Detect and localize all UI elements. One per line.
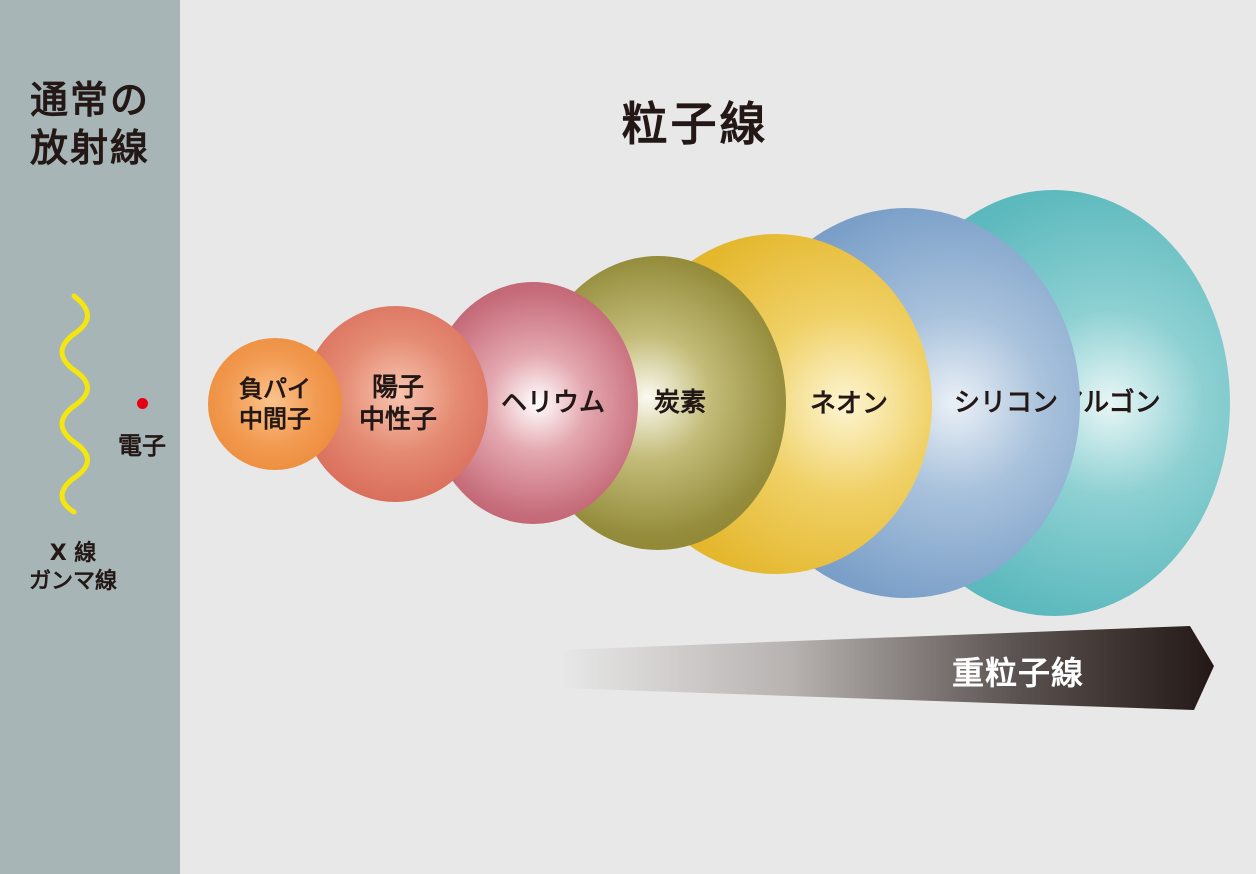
gamma-ray-label: ガンマ線 (28, 569, 117, 594)
electron-label: 電子 (118, 432, 166, 460)
xray-gamma-label: X 線 ガンマ線 (10, 540, 136, 596)
conventional-radiation-panel (0, 0, 180, 874)
electron-dot-icon (137, 398, 148, 409)
particle-proton-neutron-label: 陽子 中性子 (358, 373, 437, 435)
xray-label: X 線 (49, 541, 97, 566)
particle-neon-label: ネオン (809, 389, 888, 419)
particle-carbon-label: 炭素 (653, 388, 706, 418)
particle-silicon-label: シリコン (953, 388, 1058, 418)
particle-negative-pion: 負パイ 中間子 (208, 338, 342, 470)
heavy-ion-arrow-icon (560, 626, 1214, 710)
particle-helium-label: ヘリウム (500, 388, 605, 418)
conventional-radiation-title-line2: 放射線 (29, 126, 150, 170)
heavy-ion-label: 重粒子線 (951, 654, 1084, 692)
particle-beam-title: 粒子線 (621, 97, 769, 151)
particle-negative-pion-label: 負パイ 中間子 (239, 375, 311, 433)
conventional-radiation-title: 通常の 放射線 (0, 76, 180, 172)
conventional-radiation-title-line1: 通常の (29, 78, 150, 122)
wave-icon (59, 293, 90, 515)
